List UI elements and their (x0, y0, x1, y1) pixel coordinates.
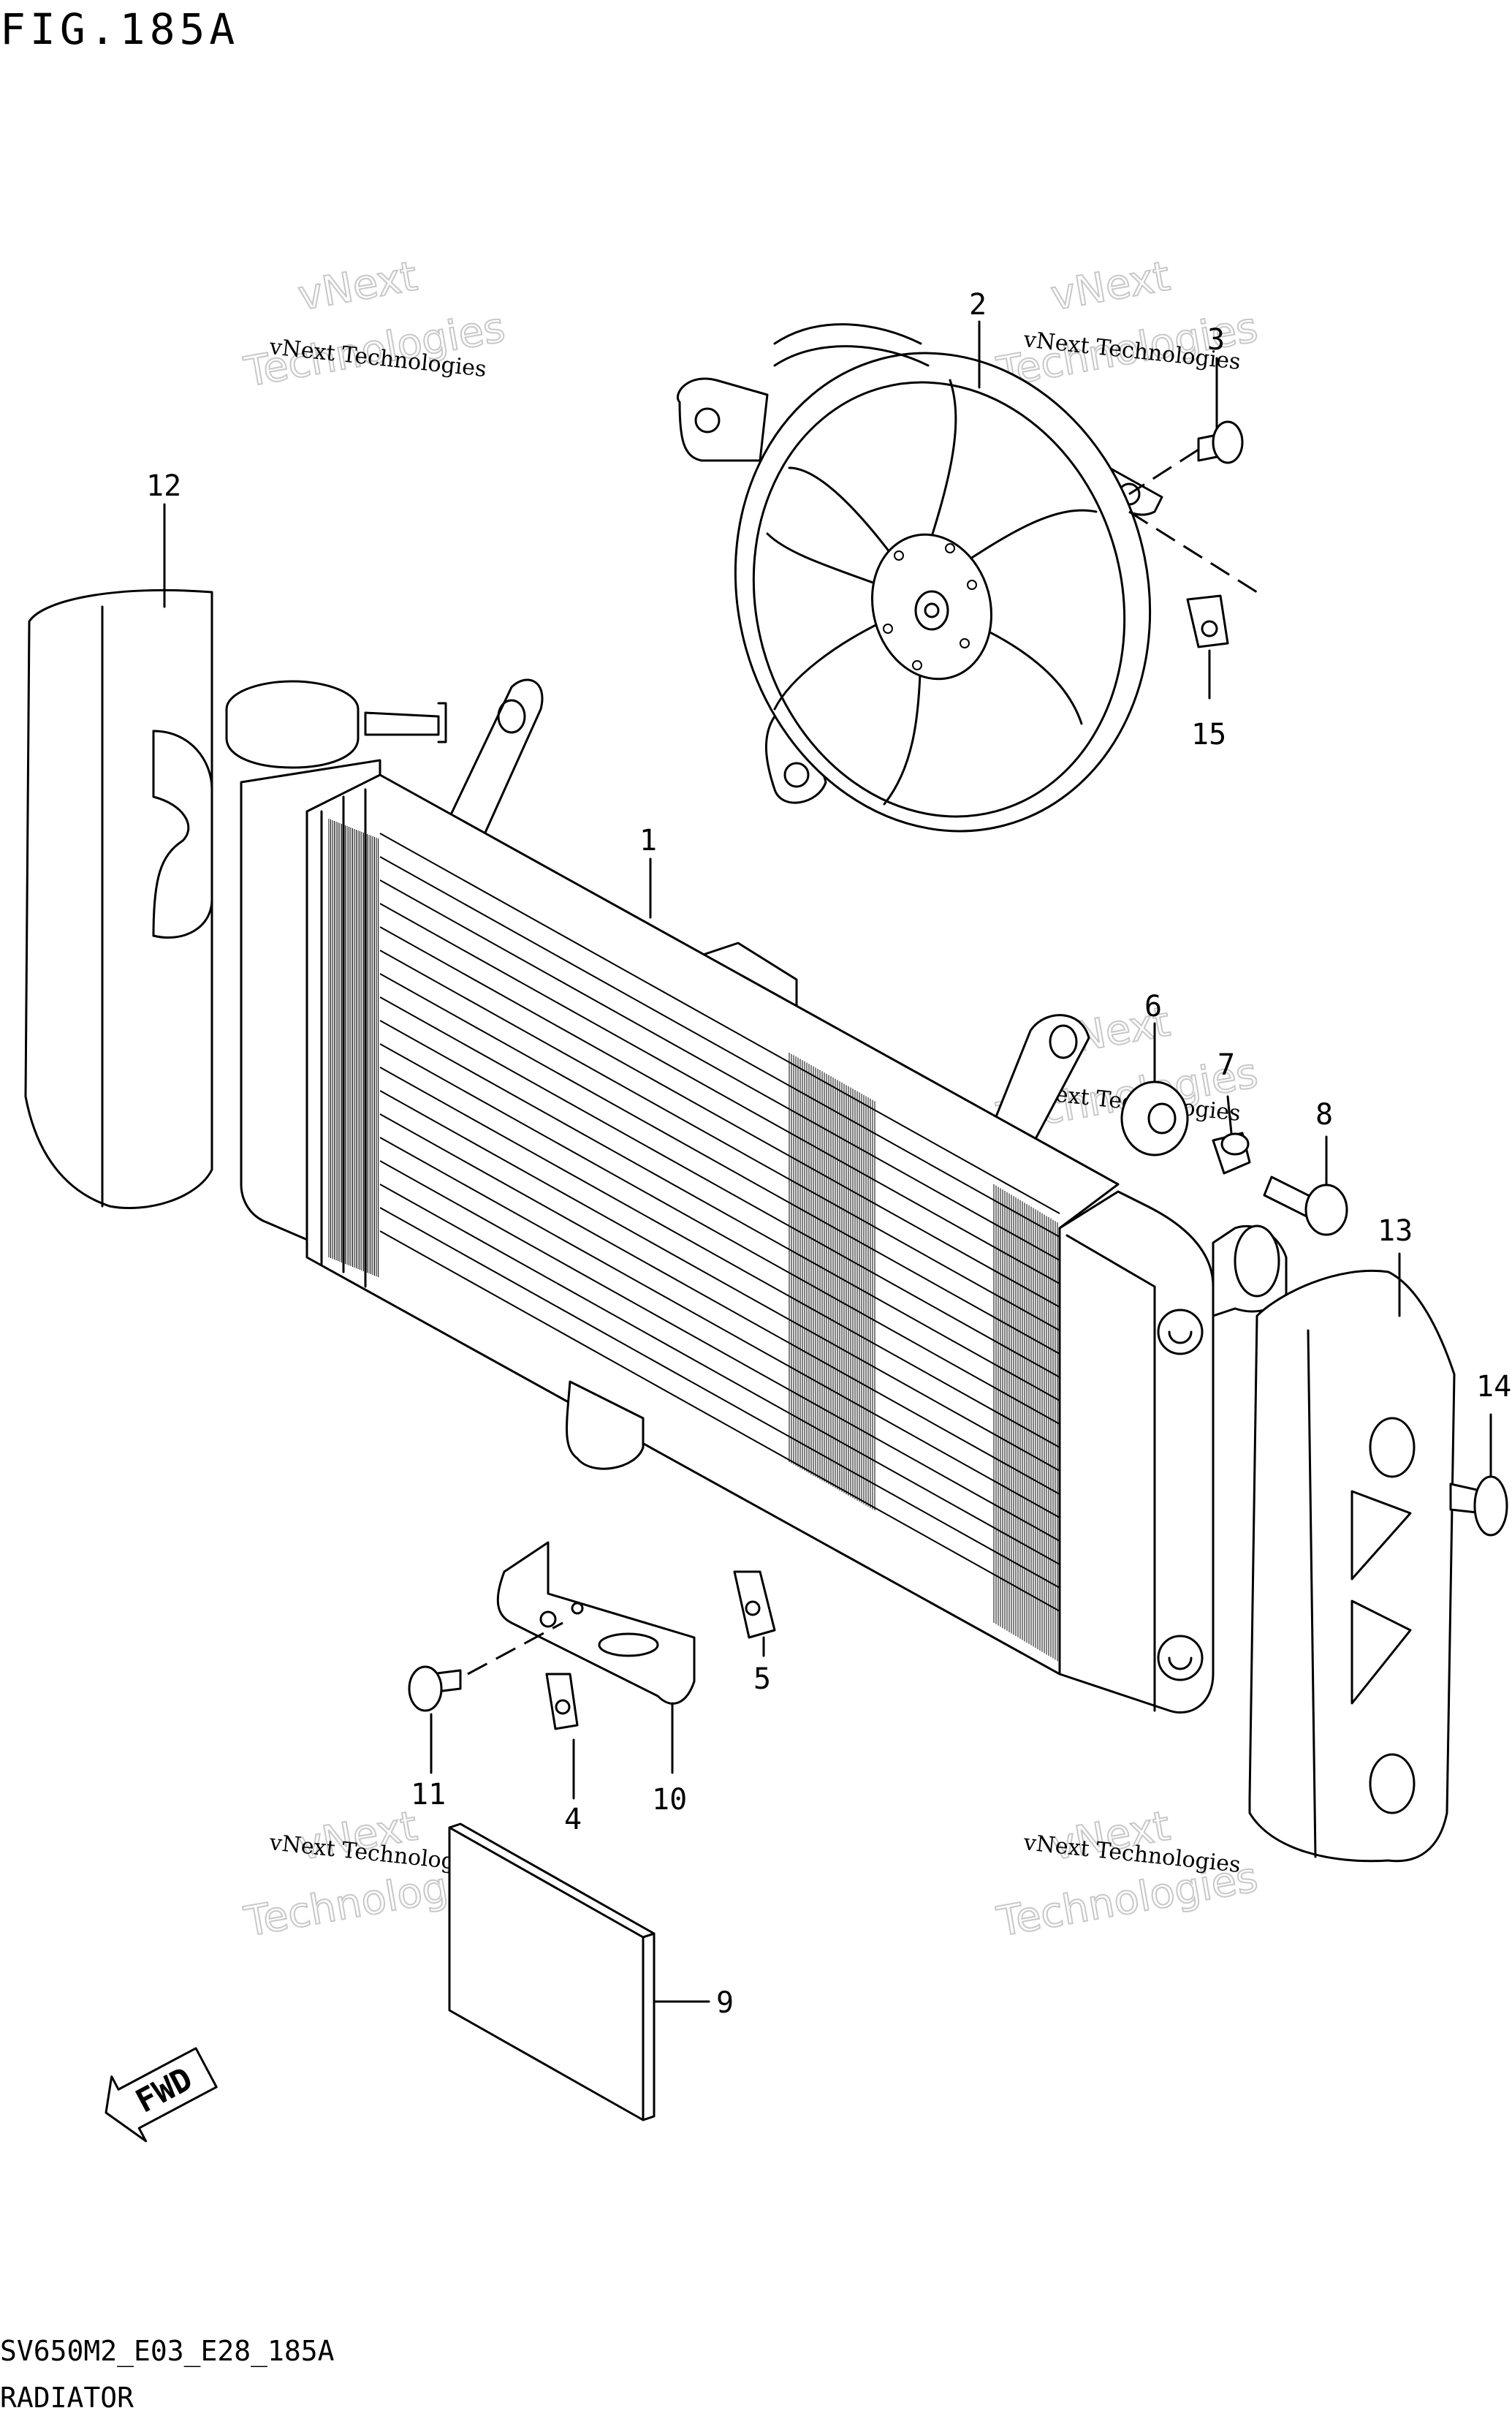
part-12-left-shroud (24, 588, 213, 1210)
callout-11: 11 (411, 1778, 446, 1811)
part-8-bolt (1263, 1175, 1348, 1236)
radiator-tube (379, 973, 1060, 1355)
part-2-fan (677, 323, 1163, 833)
radiator-tube (379, 1043, 1060, 1425)
figure-title: FIG.185A (0, 4, 240, 54)
callout-12: 12 (146, 469, 181, 503)
radiator-tube (379, 1230, 1060, 1612)
radiator-tube (379, 1020, 1060, 1401)
radiator-tube (379, 950, 1060, 1331)
part-7-collar (1212, 1132, 1251, 1175)
callout-1: 1 (639, 824, 657, 857)
part-5-clip (733, 1570, 776, 1639)
radiator-tube (379, 903, 1060, 1284)
part-15-clip-nut (1128, 510, 1258, 648)
callout-2: 2 (969, 288, 987, 322)
callout-9: 9 (716, 1986, 734, 2020)
radiator-tube (379, 1067, 1060, 1448)
part-4-clip-nut (545, 1673, 579, 1730)
callout-14: 14 (1476, 1370, 1511, 1404)
radiator-tube (379, 879, 1060, 1261)
figure-name: RADIATOR (0, 2382, 134, 2414)
part-9-label-plate (448, 1822, 656, 2121)
radiator-tube (379, 1184, 1060, 1565)
callout-15: 15 (1191, 718, 1226, 751)
part-14-bolt (1449, 1475, 1508, 1537)
radiator-tube (379, 856, 1060, 1238)
callout-5: 5 (753, 1662, 771, 1696)
callout-4: 4 (564, 1803, 582, 1836)
figure-code: SV650M2_E03_E28_185A (0, 2335, 335, 2367)
part-6-grommet (1120, 1080, 1189, 1156)
radiator-tube (379, 1160, 1060, 1542)
radiator-tube (379, 833, 1060, 1214)
callout-7: 7 (1217, 1048, 1235, 1082)
radiator-right-tank (566, 1190, 1288, 1714)
part-13-right-shroud (1248, 1270, 1456, 1863)
fwd-arrow-icon: FWD (105, 2047, 218, 2143)
callout-3: 3 (1207, 323, 1225, 357)
radiator-tube (379, 1113, 1060, 1495)
radiator-tube (379, 926, 1060, 1308)
callout-labels: 1 2 3 4 5 6 7 8 9 10 11 12 13 14 15 (146, 288, 1511, 2020)
svg-text:vNext: vNext (295, 252, 420, 319)
part-10-bracket (467, 1541, 696, 1705)
part-11-bolt (408, 1665, 462, 1712)
callout-13: 13 (1378, 1214, 1413, 1248)
callout-6: 6 (1144, 990, 1162, 1023)
radiator-fins (328, 819, 1060, 1662)
radiator-tube (379, 1207, 1060, 1589)
radiator-tube (379, 996, 1060, 1378)
part-3-screw (1128, 420, 1244, 496)
radiator-tube (379, 1090, 1060, 1472)
callout-10: 10 (652, 1783, 687, 1817)
callout-8: 8 (1315, 1098, 1333, 1132)
radiator-tube (379, 1137, 1060, 1518)
leader-lines (163, 320, 1492, 2003)
svg-text:vNext: vNext (1047, 252, 1173, 319)
